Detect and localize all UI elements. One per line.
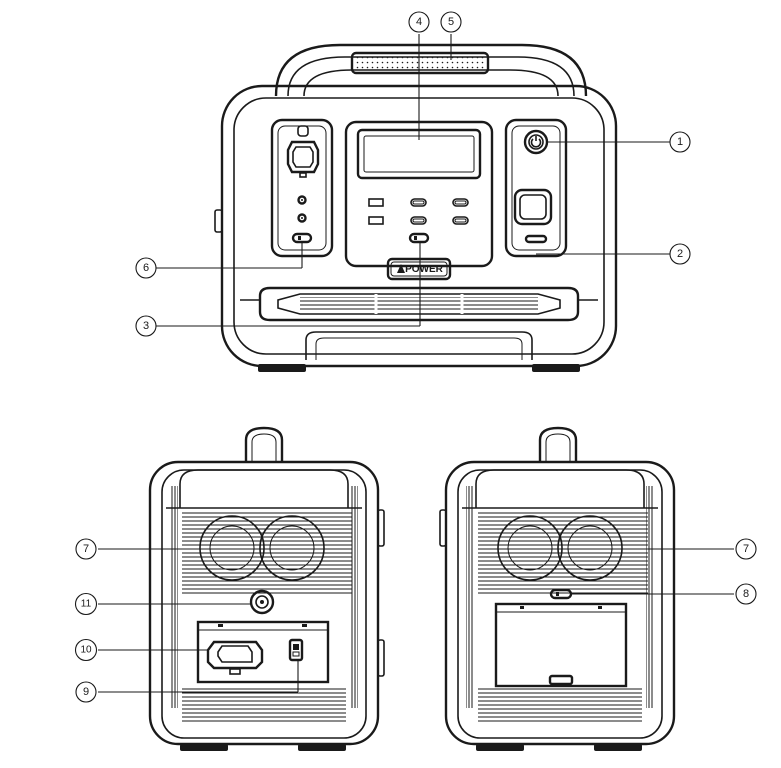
rear-right-handle-top xyxy=(538,426,578,462)
callout-7-right: 7 xyxy=(735,538,757,560)
rear-left-fans xyxy=(199,515,325,581)
callout-11-label: 11 xyxy=(81,599,92,610)
rear-left-handle-top xyxy=(244,426,284,462)
center-panel xyxy=(344,120,494,268)
callout-1: 1 xyxy=(669,131,691,153)
rear-right-body xyxy=(444,460,676,746)
rear-input-panel xyxy=(196,620,330,684)
callout-6-label: 6 xyxy=(143,262,149,274)
brand-logo-text: POWER xyxy=(405,264,444,275)
callout-1-label: 1 xyxy=(677,136,683,148)
front-bottom-recess xyxy=(305,331,533,360)
callout-10: 10 xyxy=(74,638,98,662)
ac-power-button[interactable] xyxy=(291,232,313,244)
right-port-panel xyxy=(504,118,568,258)
ac-input-socket xyxy=(206,640,264,675)
handle-grip xyxy=(350,51,490,75)
callout-7-left-label: 7 xyxy=(83,543,89,555)
callout-9-label: 9 xyxy=(83,686,89,698)
callout-lines xyxy=(98,34,734,693)
callout-8: 8 xyxy=(735,583,757,605)
callout-4: 4 xyxy=(408,11,430,33)
front-view: POWER xyxy=(214,43,618,372)
left-port-panel xyxy=(270,118,334,258)
brand-logo: POWER xyxy=(386,257,452,281)
callout-7-right-label: 7 xyxy=(743,543,749,555)
rear-right-fans xyxy=(497,515,623,581)
carry-handle xyxy=(274,43,588,97)
callout-10-label: 10 xyxy=(80,645,92,656)
callout-8-label: 8 xyxy=(743,588,749,600)
callout-7-left: 7 xyxy=(75,538,97,560)
callout-5: 5 xyxy=(440,11,462,33)
dc-power-button[interactable] xyxy=(524,234,548,244)
usb-power-button[interactable] xyxy=(408,232,430,244)
callout-5-label: 5 xyxy=(448,16,454,28)
callout-11: 11 xyxy=(74,592,98,616)
car-charger-port xyxy=(513,188,553,226)
front-foot-right xyxy=(532,364,580,372)
callout-3: 3 xyxy=(135,315,157,337)
rear-view-left xyxy=(148,426,385,751)
solar-input-port xyxy=(249,589,275,615)
battery-cover-panel xyxy=(494,602,628,688)
ac-outlet xyxy=(286,125,320,178)
front-vent xyxy=(258,286,580,322)
dc5521-ports xyxy=(297,195,307,223)
front-foot-left xyxy=(258,364,306,372)
callout-4-label: 4 xyxy=(416,16,422,28)
callout-2: 2 xyxy=(669,243,691,265)
usb-ports xyxy=(368,198,469,225)
callout-3-label: 3 xyxy=(143,320,149,332)
rear-left-body xyxy=(148,460,380,746)
callout-2-label: 2 xyxy=(677,248,683,260)
main-power-button[interactable] xyxy=(523,129,549,155)
callout-9: 9 xyxy=(75,681,97,703)
rear-view-right xyxy=(439,426,676,751)
overload-protector[interactable] xyxy=(288,638,304,662)
callout-6: 6 xyxy=(135,257,157,279)
